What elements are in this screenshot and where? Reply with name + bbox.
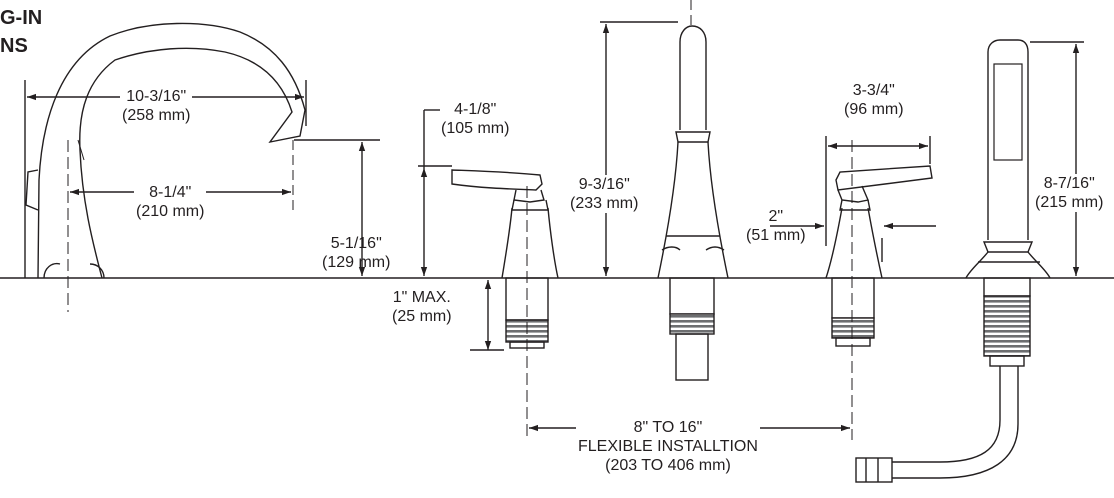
- handshower: [965, 39, 1051, 279]
- spread-metric: (203 TO 406 mm): [605, 457, 731, 474]
- spout-height-metric: (129 mm): [322, 254, 391, 271]
- right-handle: [825, 165, 933, 279]
- left-handle: [451, 169, 559, 279]
- diverter-height-label: 9-3/16" (233 mm): [568, 175, 641, 213]
- diverter-spout: [657, 25, 729, 279]
- handle-length-metric: (96 mm): [844, 101, 904, 118]
- handle-length-imperial: 3-3/4": [852, 82, 895, 99]
- handle-height-metric: (105 mm): [441, 120, 510, 137]
- base-diameter-label: 2" (51 mm): [744, 207, 808, 245]
- diverter-height-metric: (233 mm): [570, 195, 639, 212]
- spout-reach-imperial: 10-3/16": [126, 88, 187, 105]
- deck-thickness-metric: (25 mm): [392, 308, 452, 325]
- deck-thickness-label: 1" MAX. (25 mm): [390, 288, 454, 326]
- section-heading: G-IN NS: [0, 4, 42, 60]
- spout: [24, 22, 306, 279]
- base-diameter-metric: (51 mm): [746, 227, 806, 244]
- handshower-height-imperial: 8-7/16": [1043, 175, 1095, 192]
- spout-reach-metric: (258 mm): [122, 107, 191, 124]
- heading-line-2: NS: [0, 35, 28, 57]
- handshower-mount: [983, 277, 1031, 367]
- heading-line-1: G-IN: [0, 7, 43, 29]
- spread-note: FLEXIBLE INSTALLTION: [578, 438, 758, 455]
- spout-height-label: 5-1/16" (129 mm): [320, 234, 392, 272]
- spread-imperial: 8" TO 16": [633, 419, 703, 436]
- right-valve: [831, 277, 875, 347]
- spout-reach-label: 10-3/16" (258 mm): [120, 87, 193, 125]
- spout-center-metric: (210 mm): [136, 203, 205, 220]
- base-diameter-imperial: 2": [768, 208, 784, 225]
- handshower-height-label: 8-7/16" (215 mm): [1033, 174, 1106, 212]
- handle-height-label: 4-1/8" (105 mm): [439, 100, 511, 138]
- handle-length-label: 3-3/4" (96 mm): [842, 81, 906, 119]
- spout-height-imperial: 5-1/16": [330, 235, 382, 252]
- handshower-hose: [855, 366, 1019, 483]
- deck-thickness-imperial: 1" MAX.: [392, 289, 451, 306]
- diverter-height-imperial: 9-3/16": [578, 176, 630, 193]
- spread-label: 8" TO 16" FLEXIBLE INSTALLTION (203 TO 4…: [576, 418, 760, 475]
- diverter-valve: [669, 277, 715, 381]
- handshower-height-metric: (215 mm): [1035, 194, 1104, 211]
- spout-center-label: 8-1/4" (210 mm): [134, 183, 207, 221]
- handle-height-imperial: 4-1/8": [454, 101, 497, 118]
- spout-center-imperial: 8-1/4": [149, 184, 192, 201]
